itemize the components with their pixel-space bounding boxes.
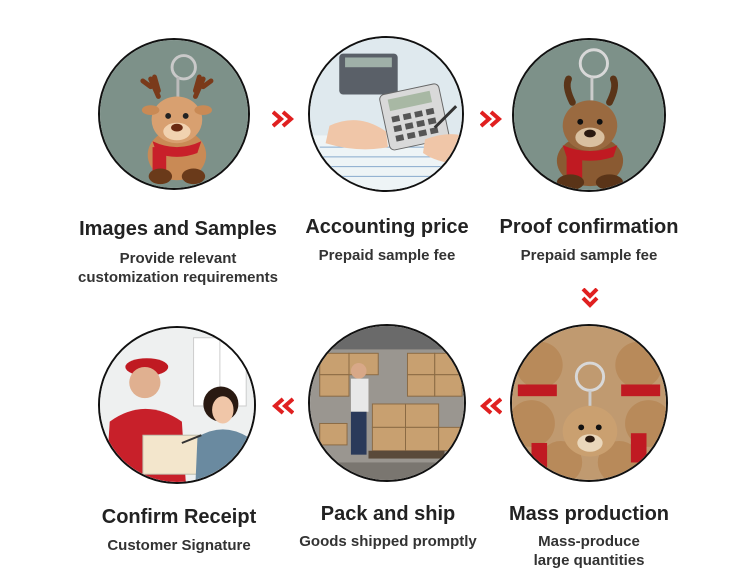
step-4-title: Mass production (508, 503, 670, 525)
step-1-desc-line2: customization requirements (77, 269, 279, 286)
delivery-signature-photo (100, 328, 254, 482)
calculator-photo (310, 38, 462, 190)
step-1-image (98, 38, 250, 190)
step-3-title: Proof confirmation (499, 216, 679, 238)
step-3-image (512, 38, 666, 192)
plush-moose-keychain-photo (514, 40, 664, 190)
step-3-desc: Prepaid sample fee (520, 247, 658, 264)
step-4-desc: Mass-produce large quantities (534, 532, 645, 570)
step-4-desc-line2: large quantities (533, 552, 645, 569)
chevron-left-double-icon (480, 397, 502, 415)
step-1-title: Images and Samples (79, 218, 277, 240)
chevron-down-double-icon (581, 288, 599, 308)
step-4-desc-line1: Mass-produce (538, 533, 640, 550)
step-2-title: Accounting price (305, 216, 469, 238)
step-6-desc: Customer Signature (107, 537, 251, 554)
step-6-image (98, 326, 256, 484)
chevron-right-double-icon (272, 110, 294, 128)
warehouse-boxes-photo (310, 326, 464, 480)
step-2-image (308, 36, 464, 192)
chevron-right-double-icon (480, 110, 502, 128)
chevron-left-double-icon (272, 397, 294, 415)
step-4-image (510, 324, 668, 482)
reindeer-keychain-illustration (100, 40, 248, 188)
step-5-desc: Goods shipped promptly (299, 533, 477, 550)
step-2-desc: Prepaid sample fee (318, 247, 456, 264)
many-plush-keychains-photo (512, 326, 666, 480)
step-1-desc-line1: Provide relevant (119, 250, 237, 267)
step-1-desc: Provide relevant customization requireme… (78, 249, 278, 287)
step-5-image (308, 324, 466, 482)
step-5-title: Pack and ship (320, 503, 456, 525)
step-6-title: Confirm Receipt (101, 506, 257, 528)
